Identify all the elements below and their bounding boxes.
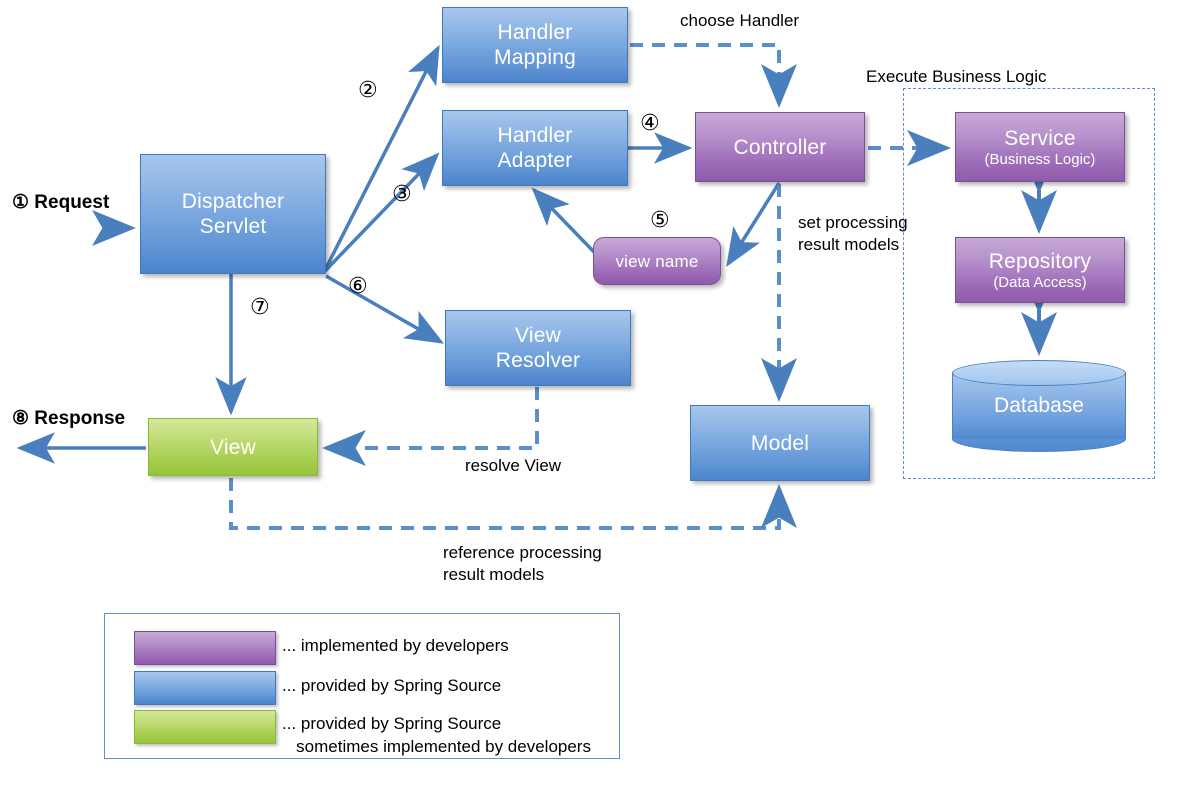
node-model[interactable]: Model [690,405,870,481]
arrow-step-5 [726,182,781,267]
arrow-choose-handler [630,43,797,108]
arrow-step-6 [325,274,445,344]
legend-text-green: ... provided by Spring Source sometimes … [282,714,591,756]
legend-swatch-green [134,710,276,744]
node-view[interactable]: View [148,418,318,476]
node-view-resolver[interactable]: View Resolver [445,310,631,386]
node-label: Dispatcher [181,190,285,213]
arrow-resolve-view [322,387,539,466]
node-label: Model [750,431,810,455]
arrow-step-3 [322,152,440,274]
execute-business-logic-panel [903,88,1155,479]
step-number-4: ④ [640,111,660,136]
node-label: Resolver [495,349,581,372]
step-number-7: ⑦ [250,295,270,320]
label-set-processing-result-models: set processing result models [798,213,908,254]
node-label: View [515,324,561,347]
node-label: Database [994,394,1084,417]
node-label: Servlet [199,215,267,238]
label-choose-handler: choose Handler [680,11,800,30]
node-database[interactable]: Database [952,360,1126,452]
node-label: View [210,435,256,459]
step-number-5: ⑤ [650,208,670,233]
node-label: view name [615,251,699,271]
arrow-step-2 [322,44,440,273]
node-label: Controller [733,135,827,159]
node-handler-mapping[interactable]: Handler Mapping [442,7,628,83]
arrow-reference-result-models [229,478,797,530]
arrow-viewname-to-adapter [531,187,596,254]
node-repository[interactable]: Repository (Data Access) [955,237,1125,303]
label-response: ⑧ Response [12,408,126,429]
node-label: Handler [497,21,573,44]
database-top [952,360,1126,386]
node-label: Service [1004,126,1076,150]
node-label: Adapter [497,149,573,172]
node-service[interactable]: Service (Business Logic) [955,112,1125,182]
node-label: Mapping [494,46,576,69]
step-number-2: ② [358,78,378,103]
legend-swatch-blue [134,671,276,705]
node-controller[interactable]: Controller [695,112,865,182]
label-execute-business-logic: Execute Business Logic [866,67,1047,86]
node-dispatcher-servlet[interactable]: Dispatcher Servlet [140,154,326,274]
legend-swatch-purple [134,631,276,665]
legend-text-purple: ... implemented by developers [282,636,509,655]
node-label: Handler [497,124,573,147]
step-number-6: ⑥ [348,274,368,299]
label-request: ① Request [12,192,110,213]
label-reference-processing-result-models: reference processing result models [443,543,602,584]
legend-text-blue: ... provided by Spring Source [282,676,502,695]
label-resolve-view: resolve View [465,456,562,475]
node-sublabel: (Business Logic) [984,150,1096,168]
node-view-name[interactable]: view name [593,237,721,285]
node-handler-adapter[interactable]: Handler Adapter [442,110,628,186]
node-sublabel: (Data Access) [993,273,1087,291]
step-number-3: ③ [392,182,412,207]
node-label: Repository [988,249,1092,273]
